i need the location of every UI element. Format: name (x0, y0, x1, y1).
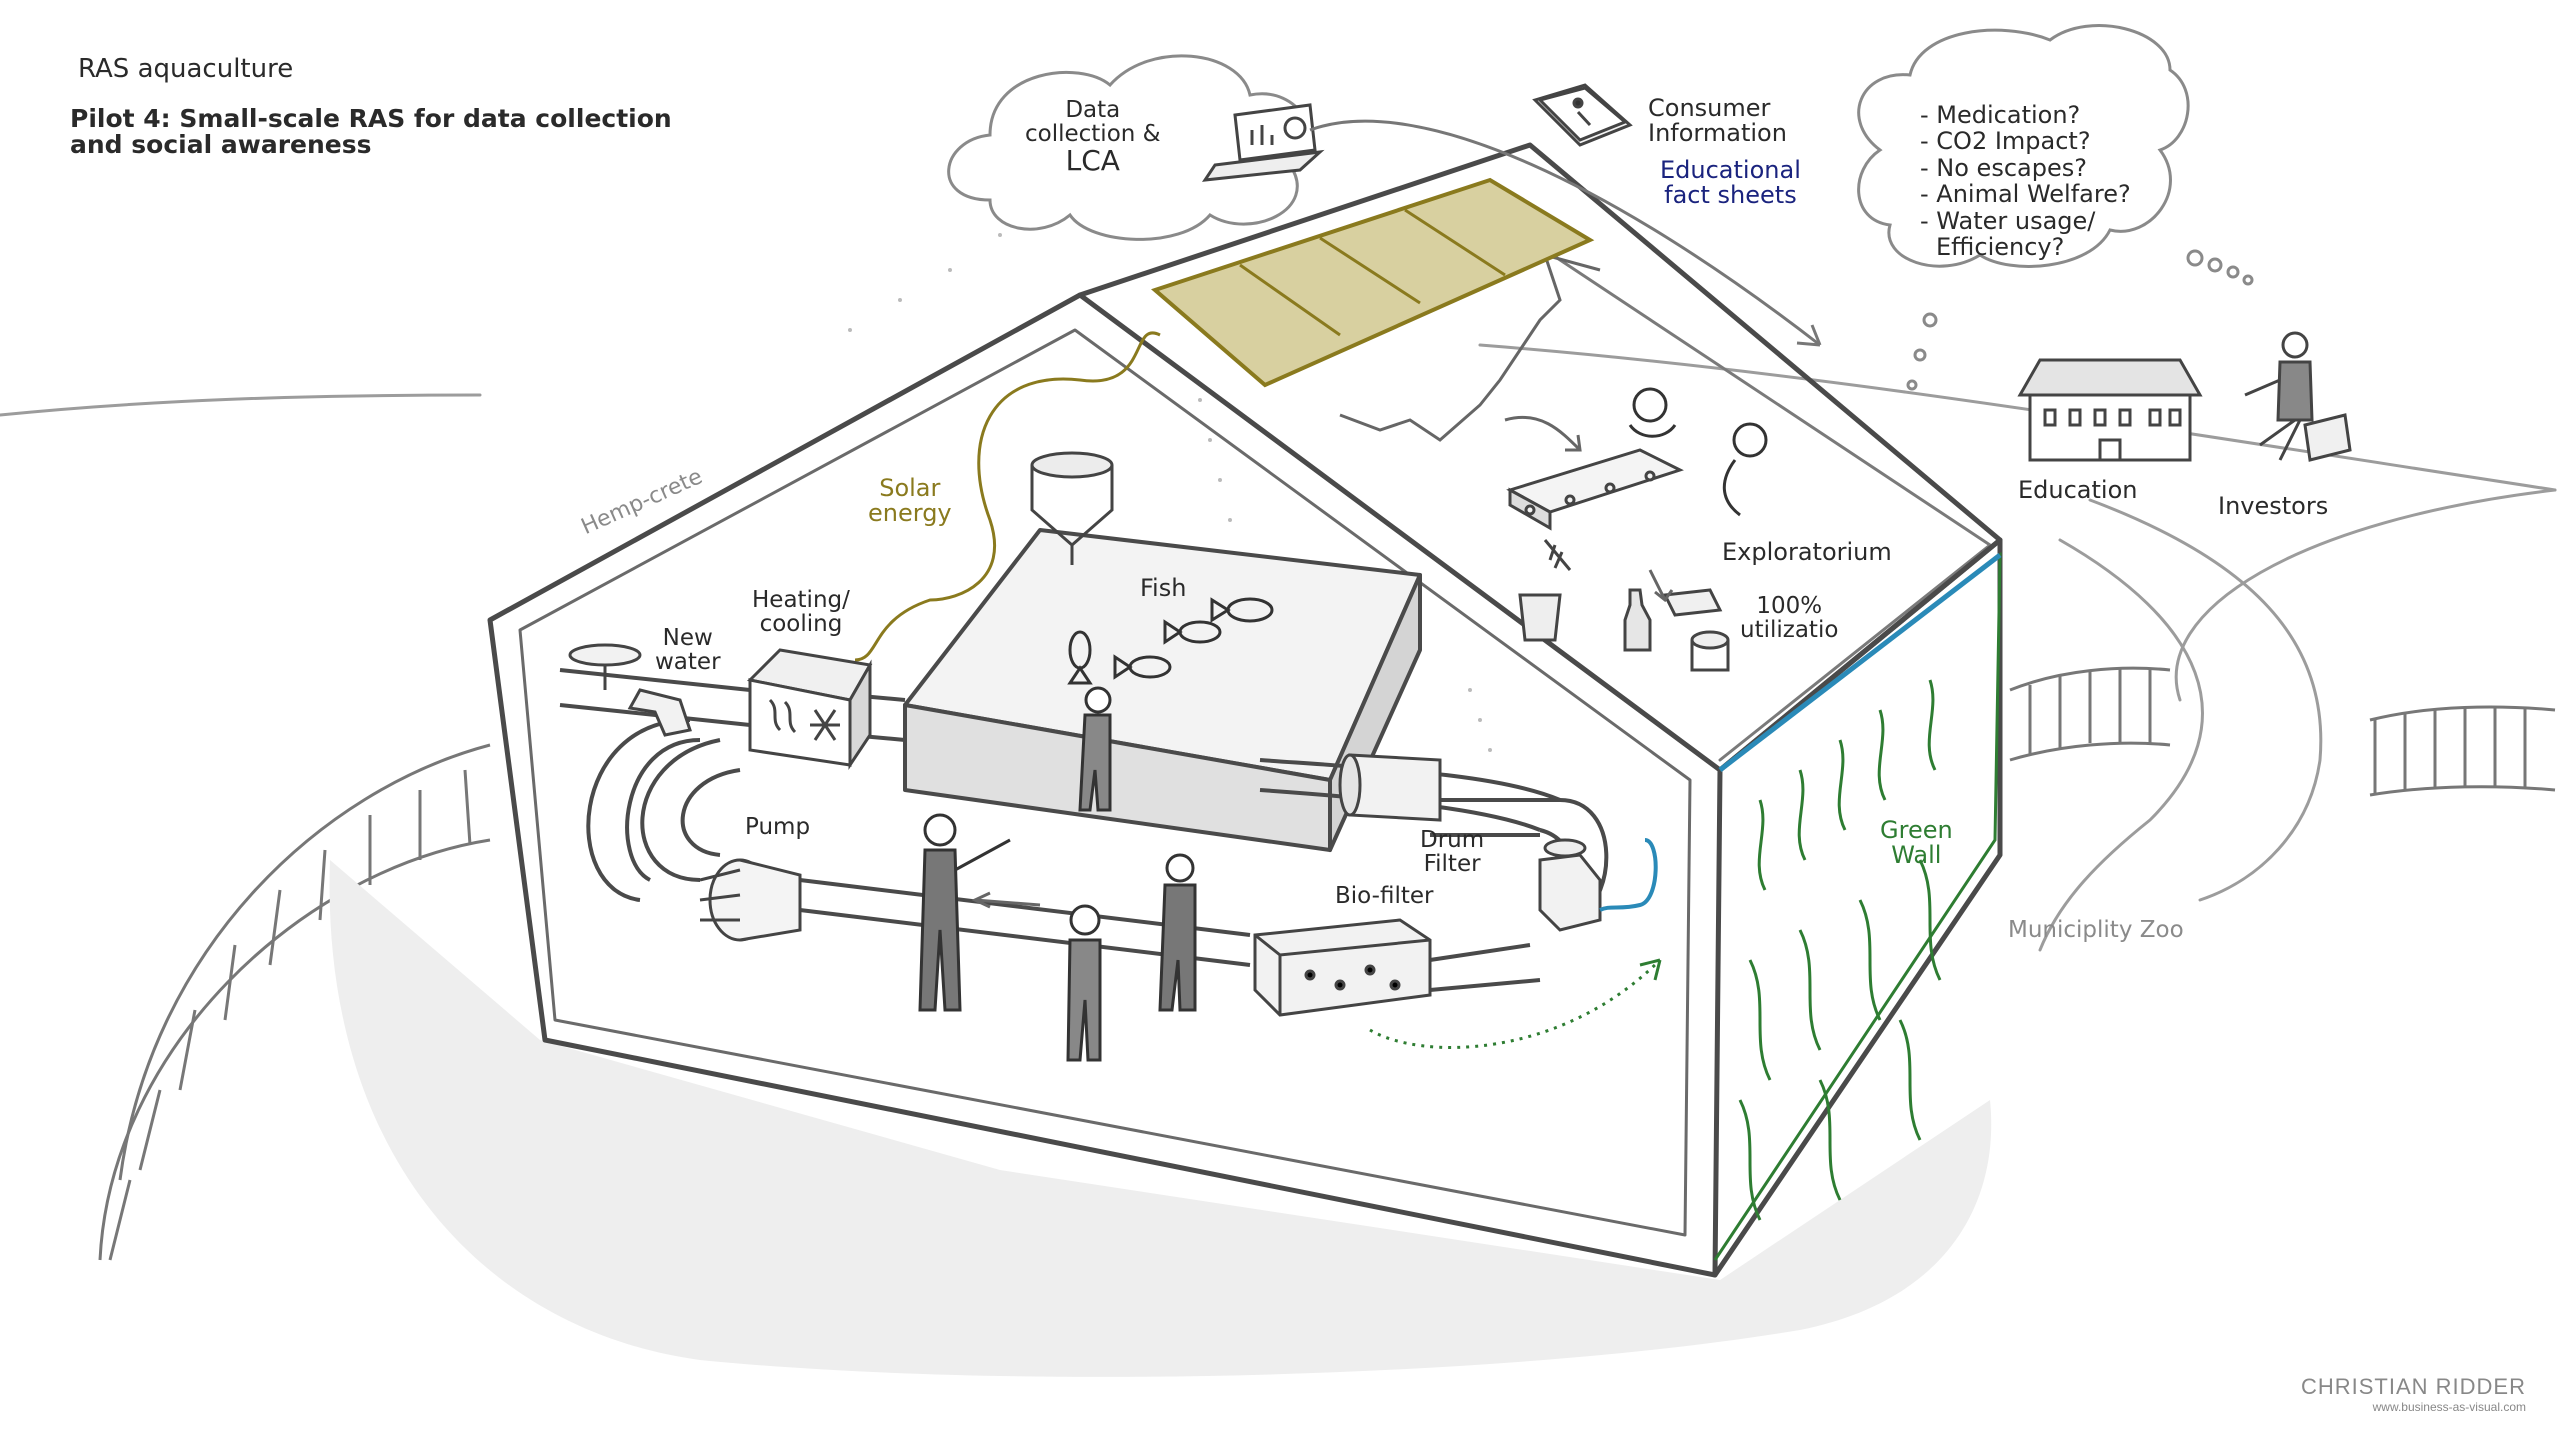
data-collection-line-1: Data (1065, 97, 1121, 123)
utilization-label: 100% utilizatio (1740, 594, 1838, 642)
green-flow-arrow (1369, 958, 1662, 1049)
new-water-label: New water (655, 626, 721, 674)
solar-line-1: Solar (879, 474, 941, 502)
credit-url: www.business-as-visual.com (2372, 1400, 2526, 1414)
thought-bubble-questions (1857, 24, 2254, 391)
page-title: RAS aquaculture (78, 54, 294, 84)
roof-opening (1339, 252, 1601, 442)
consumer-arrowhead (1796, 324, 1822, 347)
questions-list: - Medication? - CO2 Impact? - No escapes… (1920, 101, 2131, 261)
new-water-valve (568, 643, 692, 737)
drum-line-1: Drum (1420, 827, 1485, 853)
data-collection-line-3: LCA (1065, 144, 1120, 178)
utilization-line-1: 100% (1756, 593, 1823, 619)
zoo-fence-middle (2009, 666, 2171, 762)
fish-icon (1067, 597, 1274, 685)
fish-bone-icon (1518, 539, 1730, 672)
pump-icon (699, 858, 802, 942)
education-label: Education (2018, 476, 2138, 504)
solar-panel (1151, 177, 1595, 388)
drum-line-2: Filter (1423, 851, 1481, 878)
question-item: Efficiency? (1936, 232, 2065, 261)
landscape-lines (0, 343, 2557, 952)
investors-label: Investors (2218, 492, 2329, 520)
conveyor-icon (1506, 448, 1684, 531)
feeder-hopper (1030, 451, 1114, 565)
drum-filter-label: Drum Filter (1420, 828, 1484, 876)
zoo-fence-right (2369, 705, 2556, 797)
question-item: - Medication? (1920, 101, 2081, 129)
flow-arrows (971, 415, 1674, 909)
staff-people (1628, 387, 1768, 517)
new-water-line-1: New (662, 625, 713, 651)
solar-energy-label: Solar energy (868, 474, 952, 528)
heating-line-1: Heating/ (752, 587, 850, 613)
water-pipe (1599, 838, 1658, 912)
drum-filter (1338, 753, 1602, 932)
zoo-fence-left (98, 743, 491, 1261)
green-wall (1713, 551, 2002, 1261)
question-item: - Animal Welfare? (1920, 180, 2131, 209)
investor-person-icon (2244, 331, 2352, 462)
consumer-arrow (1309, 119, 1821, 347)
educational-line-1: Educational (1660, 156, 1801, 184)
question-item: - Water usage/ (1920, 206, 2096, 235)
municipality-zoo-label: Municiplity Zoo (2008, 917, 2184, 943)
heating-cooling-icon (746, 648, 873, 770)
green-wall-line-1: Green (1880, 816, 1953, 844)
solar-cable (854, 331, 1161, 662)
utilization-line-2: utilizatio (1740, 617, 1839, 644)
page-subtitle: Pilot 4: Small-scale RAS for data collec… (70, 104, 672, 160)
school-building-icon (2017, 358, 2203, 462)
fish-label: Fish (1140, 574, 1187, 602)
ground-shadow (329, 860, 1992, 1377)
house-structure (487, 142, 2003, 1278)
artist-credit: CHRISTIAN RIDDER www.business-as-visual.… (2301, 1374, 2526, 1414)
educational-fact-sheets-label: Educational fact sheets (1660, 156, 1801, 210)
credit-name: CHRISTIAN RIDDER (2300, 1374, 2526, 1399)
consumer-info-line-2: Information (1648, 119, 1787, 148)
solar-line-2: energy (868, 499, 952, 528)
subtitle-line-2: and social awareness (70, 130, 372, 160)
bio-filter-label: Bio-filter (1335, 883, 1434, 909)
green-wall-line-2: Wall (1891, 841, 1942, 870)
bio-filter (1253, 918, 1432, 1017)
educational-line-2: fact sheets (1664, 181, 1797, 210)
heating-cooling-label: Heating/ cooling (752, 588, 850, 636)
visitor-people (918, 686, 1197, 1062)
new-water-line-2: water (655, 649, 721, 676)
question-item: - CO2 Impact? (1920, 127, 2091, 156)
info-icon (1532, 83, 1633, 147)
question-item: - No escapes? (1920, 153, 2087, 182)
consumer-info-line-1: Consumer (1648, 94, 1771, 122)
green-arrowhead (1639, 958, 1662, 981)
pump-label: Pump (745, 814, 811, 840)
heating-line-2: cooling (759, 611, 843, 638)
subtitle-line-1: Pilot 4: Small-scale RAS for data collec… (70, 104, 672, 133)
data-collection-line-2: collection & (1025, 121, 1161, 148)
data-collection-label: Data collection & LCA (1025, 98, 1161, 176)
exploratorium-label: Exploratorium (1722, 538, 1892, 566)
green-wall-label: Green Wall (1880, 816, 1953, 870)
thought-bubble-data (947, 54, 1310, 241)
water-line (1718, 553, 2002, 772)
consumer-information-label: Consumer Information (1648, 94, 1787, 148)
laptop-chart-icon (1201, 103, 1325, 182)
